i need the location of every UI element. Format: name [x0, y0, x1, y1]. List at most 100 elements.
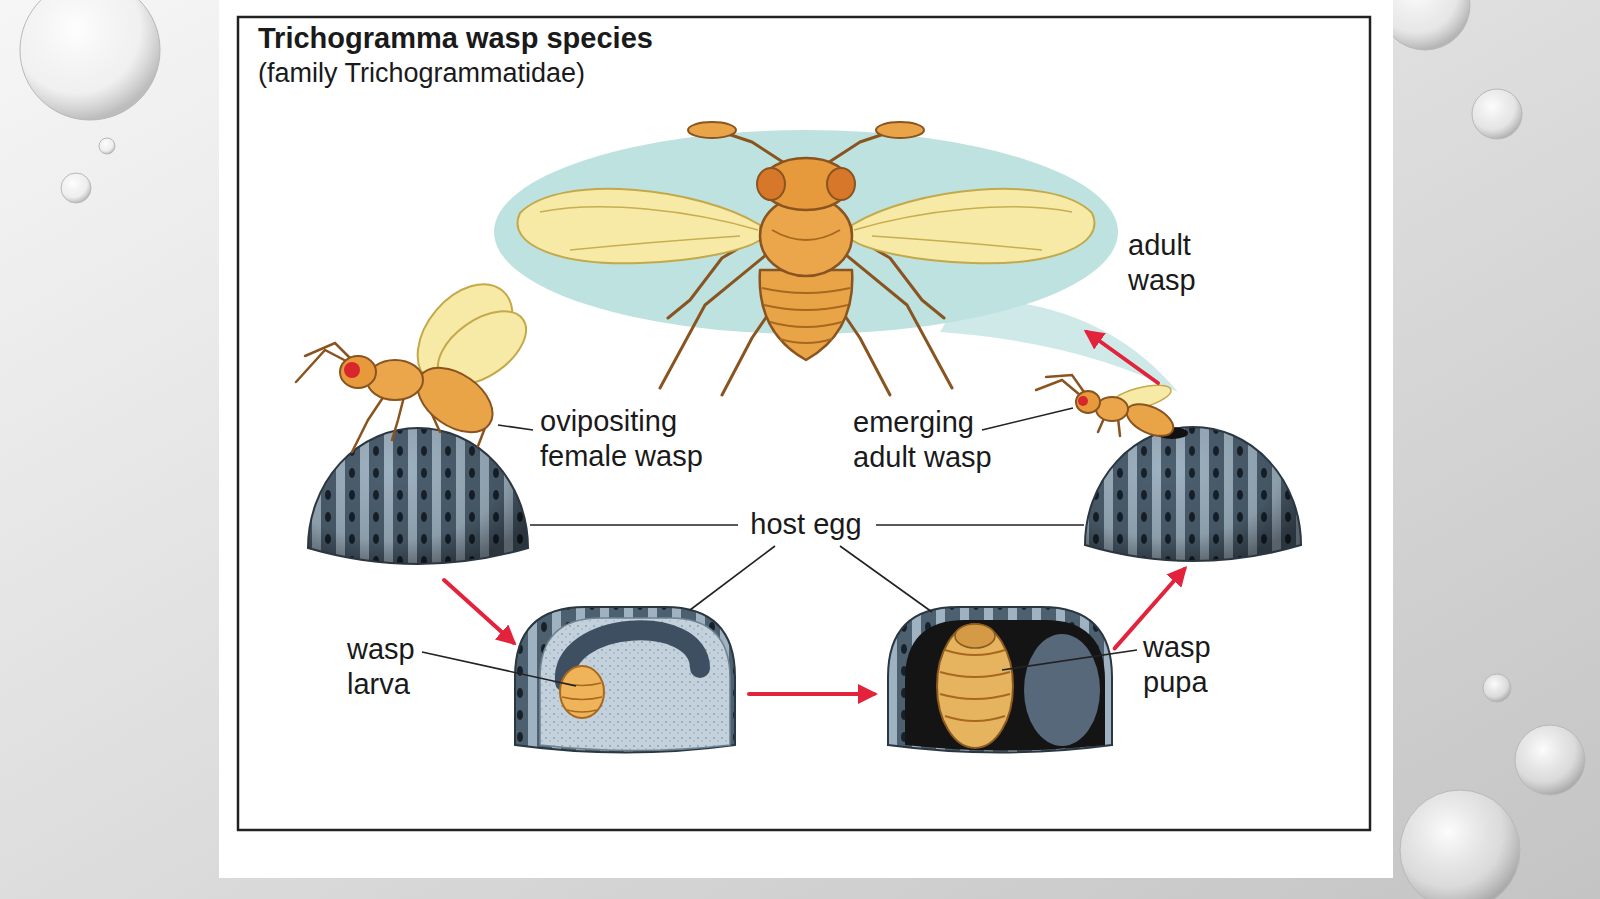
adult-wasp-figure-part-part — [570, 236, 740, 250]
emerging-wasp-figure-part-part — [1036, 380, 1080, 395]
cycle-arrow — [1087, 332, 1158, 383]
emerging-wasp-figure-part-part — [1046, 375, 1084, 392]
leader-lines-part — [840, 546, 932, 612]
stage-larva: wasp larva — [515, 607, 735, 755]
host-egg-right-part — [1085, 427, 1301, 561]
ovipositing-wasp-figure-part — [344, 362, 360, 378]
cycle-arrow — [444, 580, 513, 643]
family-subtitle: (family Trichogrammatidae) — [258, 58, 585, 89]
page-background-part — [61, 173, 91, 203]
page-background-part — [1400, 790, 1520, 899]
ovipositing-wasp-figure-part — [340, 356, 376, 388]
cycle-arrow — [749, 692, 874, 696]
host-egg-pupa-section-part-part — [945, 650, 1005, 655]
adult-wasp-figure-part — [518, 189, 760, 263]
host-egg-pupa-section-part — [1024, 634, 1100, 746]
adult-wasp-figure-part-part — [660, 250, 772, 388]
adult-wasp-figure-part-part — [540, 207, 758, 230]
stage-label: wasp larva — [347, 632, 457, 702]
leader-lines-part — [530, 524, 738, 526]
page-background-part — [219, 0, 1393, 878]
adult-wasp-figure-part — [757, 168, 785, 200]
host-egg-label: host egg — [744, 508, 867, 541]
emerging-wasp-figure-part — [1076, 391, 1100, 413]
ovipositing-wasp-figure — [296, 266, 539, 452]
leader-lines-part — [982, 408, 1073, 430]
family-subtitle: (family Trichogrammatidae) — [258, 58, 585, 89]
adult-wasp-figure-part — [760, 270, 853, 360]
page-background-part — [1483, 674, 1511, 702]
adult-wasp-figure-part-part — [854, 207, 1072, 230]
adult-wasp-figure-part-part — [780, 339, 832, 343]
host-egg-pupa-section-part — [905, 620, 1105, 751]
adult-wasp-figure-part — [688, 122, 736, 138]
leader-lines-part — [1002, 650, 1137, 670]
stage-label: wasp pupa — [1143, 630, 1253, 700]
leader-lines-part — [498, 425, 533, 430]
host-egg-label: host egg — [744, 508, 867, 541]
adult-wasp-figure-part — [762, 288, 850, 343]
ovipositing-wasp-figure-part-part — [305, 343, 352, 360]
page-background-part — [99, 138, 115, 154]
host-egg-larva-section-part — [562, 683, 602, 712]
connector-group — [444, 332, 1184, 694]
adult-wasp-figure-part-part — [770, 322, 842, 327]
host-egg-pupa-section — [888, 607, 1112, 753]
teal-halo — [494, 130, 1178, 392]
leader-lines-part — [690, 546, 775, 610]
title-holder: Trichogramma wasp species — [258, 22, 653, 55]
host-egg-larva-section-part-part — [567, 710, 597, 712]
host-egg-pupa-section-part — [955, 624, 995, 648]
page-background-part — [238, 17, 1370, 830]
host-egg-pupa-section-part-part — [940, 672, 1010, 677]
emerging-wasp-figure-part — [1078, 396, 1088, 406]
host-egg-left — [308, 428, 528, 564]
adult-wasp-figure-part-part — [872, 236, 1042, 250]
page-background-part — [1515, 725, 1585, 795]
adult-wasp-figure-part — [876, 122, 924, 138]
stage-oviposition: ovipositing female wasp — [300, 296, 535, 580]
stage-label: adult wasp — [1128, 228, 1238, 298]
host-egg-right-part — [1085, 427, 1301, 561]
emerging-wasp-figure — [1036, 375, 1178, 442]
adult-wasp-figure-part — [772, 230, 840, 240]
host-egg-pupa-section-part-part — [940, 694, 1010, 699]
host-egg-left-part — [308, 428, 528, 564]
teal-halo-part — [940, 298, 1178, 392]
host-egg-pupa-section-part — [937, 624, 1013, 748]
leader-lines-part — [876, 524, 1084, 526]
adult-wasp-figure-part — [827, 168, 855, 200]
stage-pupa: wasp pupa — [888, 607, 1112, 755]
host-egg-left-part — [308, 428, 528, 564]
adult-wasp-figure — [518, 122, 1095, 395]
page-background-part — [1472, 89, 1522, 139]
host-egg-pupa-section-part-part — [945, 716, 1005, 721]
adult-wasp-figure-part — [852, 189, 1094, 263]
diagram-title: Trichogramma wasp species — [258, 22, 653, 55]
ovipositing-wasp-figure-part-part — [352, 390, 388, 452]
host-egg-pupa-section-part — [940, 650, 1010, 721]
emerging-wasp-figure-part — [1122, 398, 1178, 443]
adult-wasp-figure-part-part — [762, 288, 850, 293]
ovipositing-wasp-figure-part — [406, 355, 505, 446]
page-background-part — [20, 0, 160, 120]
adult-wasp-figure-part-part — [764, 305, 848, 310]
page-background-part — [1380, 0, 1470, 50]
host-egg-larva-section-part-part — [562, 697, 602, 700]
host-egg-pupa-section-part — [888, 607, 1112, 753]
stage-adult: adult wasp — [520, 118, 1087, 368]
stage-emergence: emerging adult wasp — [1084, 383, 1301, 566]
stage-label: emerging adult wasp — [853, 405, 1033, 475]
host-egg-right — [1085, 427, 1301, 561]
leader-lines-part — [422, 652, 576, 686]
host-egg-larva-section-part — [560, 666, 604, 718]
stage-label: ovipositing female wasp — [540, 404, 745, 474]
adult-wasp-figure-part-part — [840, 250, 952, 388]
leader-lines — [422, 408, 1137, 686]
